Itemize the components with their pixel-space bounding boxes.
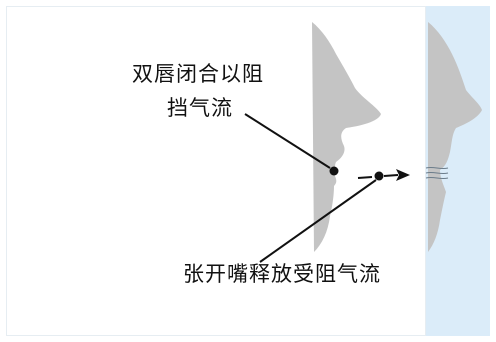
release-dot (374, 171, 384, 181)
closed-lips-dot (329, 166, 339, 176)
closed-lips-label-line1: 双唇闭合以阻 (132, 62, 264, 86)
airflow-arrowhead (396, 169, 410, 181)
leader-line-release (259, 179, 377, 263)
airflow-wave-lines (425, 166, 449, 180)
closed-lips-label-line2: 挡气流 (167, 96, 233, 120)
airflow-arrow-shaft-left (357, 176, 373, 179)
face-profile-open (428, 22, 482, 252)
closed-lips-panel (6, 6, 426, 336)
airflow-arrow-shaft (383, 174, 399, 177)
face-profile-closed (312, 22, 381, 252)
release-label: 张开嘴释放受阻气流 (183, 262, 381, 286)
leader-line-closed (244, 113, 331, 169)
